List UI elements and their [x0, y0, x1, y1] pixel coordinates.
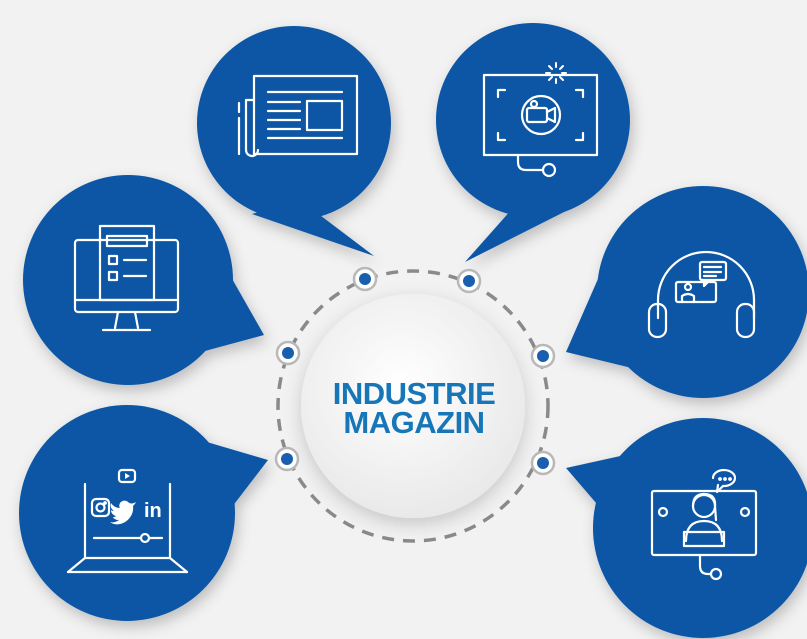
- ring-nodes: [274, 266, 556, 476]
- ring-node: [352, 266, 378, 292]
- headphones-podcast-icon: [647, 250, 756, 339]
- twitter-bird-icon: [110, 500, 136, 525]
- video-camera-icon: [482, 73, 599, 178]
- bubble-video: [436, 23, 630, 262]
- laptop-social-media-icon: [66, 468, 189, 574]
- bubble-website: [23, 175, 264, 385]
- ring-node: [456, 268, 482, 294]
- center-hub: [301, 294, 525, 518]
- dashed-ring: [276, 269, 550, 543]
- desktop-website-icon: [73, 224, 180, 332]
- brand-line-1: INDUSTRIE: [333, 376, 496, 411]
- linkedin-icon: in: [144, 500, 162, 522]
- ring-node: [274, 446, 300, 472]
- newspaper-icon: [237, 74, 359, 158]
- ring-node: [275, 340, 301, 366]
- loading-spinner-icon: [545, 62, 567, 84]
- bubble-print-magazine: [197, 26, 391, 256]
- webinar-speaker-icon: [650, 468, 758, 581]
- bubble-webinar: [566, 418, 807, 638]
- ring-node: [530, 450, 556, 476]
- brand-line-2: MAGAZIN: [343, 405, 484, 440]
- ring-node: [530, 343, 556, 369]
- bubble-podcast: [566, 186, 807, 398]
